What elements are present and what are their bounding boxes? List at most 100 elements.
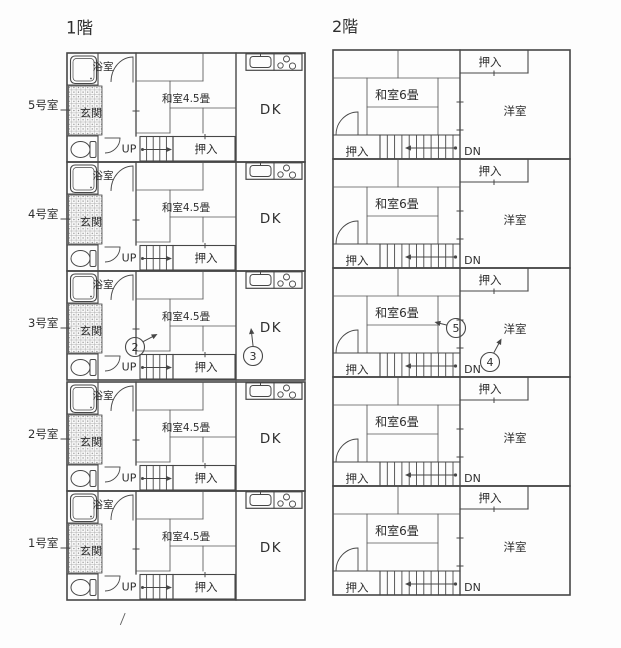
closet-box [172, 353, 236, 380]
unit-outline [332, 158, 571, 269]
door-swing-arc [335, 547, 359, 572]
bathtub-inner [72, 387, 95, 411]
genkan-tile-hatch [68, 303, 103, 354]
bathtub-outer [69, 493, 98, 523]
stairs-down-label: DN [464, 472, 481, 485]
unit-outline [332, 49, 571, 160]
bathtub-icon [69, 55, 98, 85]
toilet-icon [70, 579, 97, 596]
kitchen-counter [245, 382, 303, 400]
stairs-down-arrow-head [405, 145, 411, 151]
stairs-up-label: UP [122, 581, 137, 594]
toilet-tank [89, 470, 97, 487]
bath-door-arc [110, 494, 134, 521]
unit-row-label: 2号室 [28, 427, 58, 441]
closet-top-label: 押入 [479, 273, 502, 287]
annotation-2: 2 [124, 334, 158, 358]
bath-room-label: 浴室 [93, 389, 114, 402]
sink-basin [249, 165, 272, 177]
bathtub-outer [69, 273, 98, 303]
closet-label: 押入 [195, 251, 218, 265]
bath-door-arc [110, 56, 134, 83]
bathtub-outer [69, 164, 98, 194]
tatami-room-label: 和室6畳 [375, 523, 419, 538]
bathtub-outer [69, 384, 98, 414]
stairs-up [139, 464, 174, 491]
annotation-4-circle [479, 351, 501, 373]
stairs-up [139, 353, 174, 380]
western-room-label: 洋室 [504, 104, 527, 118]
tatami-room-label: 和室4.5畳 [162, 421, 211, 434]
stairs-up-label: UP [122, 472, 137, 485]
stove-burners-icon [277, 55, 297, 70]
stairs-up-arrow-head [166, 584, 172, 591]
door-swing-arc [335, 329, 359, 354]
floor1-title: 1階 [66, 19, 93, 38]
annotation-4-number: 4 [487, 356, 494, 369]
annotation-3-arrow-head [249, 328, 255, 335]
stairs-down-label: DN [464, 254, 481, 267]
toilet-bowl [70, 250, 91, 267]
closet-label: 押入 [195, 142, 218, 156]
dk-room-label: DK [260, 320, 282, 336]
kitchen-sink-icon [249, 271, 272, 286]
kitchen-counter [245, 271, 303, 289]
annotation-2-arrow-head [151, 334, 158, 340]
closet-bottom-label: 押入 [346, 145, 369, 159]
closet-box [172, 464, 236, 491]
stairs-up-label: UP [122, 143, 137, 156]
entry-room-label: 玄関 [80, 544, 102, 558]
closet-top-label: 押入 [479, 491, 502, 505]
entry-room-label: 玄関 [80, 324, 102, 338]
toilet-bowl [70, 470, 91, 487]
toilet-bowl [70, 141, 91, 158]
toilet-door-arc [104, 246, 121, 263]
bath-room-label: 浴室 [93, 278, 114, 291]
stove-burners-icon [277, 273, 297, 288]
tatami-grid [332, 49, 461, 136]
annotation-2-circle [124, 336, 146, 358]
burner [283, 164, 290, 172]
toilet-door-arc [104, 466, 121, 483]
burner [283, 55, 290, 63]
burner [288, 280, 297, 288]
tatami-room-label: 和室4.5畳 [162, 92, 211, 105]
burner [288, 62, 297, 70]
bath-door-arc [110, 165, 134, 192]
toilet-door-arc [104, 575, 121, 592]
tatami-grid [136, 52, 237, 134]
burner [277, 500, 284, 507]
bathtub-drain [90, 515, 92, 518]
bathtub-inner [72, 496, 95, 520]
dk-room-label: DK [260, 211, 282, 227]
bathtub-icon [69, 384, 98, 414]
burner [277, 391, 284, 398]
tatami-room-label: 和室4.5畳 [162, 201, 211, 214]
unit-row-label: 4号室 [28, 207, 58, 221]
stairs-down-arrow-head [405, 581, 411, 587]
stairs-up [139, 573, 174, 600]
kitchen-counter [245, 162, 303, 180]
door-swing-arc [335, 438, 359, 463]
sink-basin [249, 274, 272, 286]
stairs-down-label: DN [464, 581, 481, 594]
toilet-tank [89, 359, 97, 376]
toilet-bowl [70, 579, 91, 596]
kitchen-counter [245, 53, 303, 71]
bath-room-label: 浴室 [93, 498, 114, 511]
annotation-3: 3 [242, 328, 264, 367]
tatami-grid [332, 485, 461, 572]
annotation-4-arrow-line [493, 341, 501, 354]
stairs-down [386, 352, 458, 378]
bath-room-label: 浴室 [93, 169, 114, 182]
kitchen-sink-icon [249, 382, 272, 397]
burner [288, 500, 297, 508]
genkan-tile-hatch [68, 523, 103, 574]
entry-room-label: 玄関 [80, 215, 102, 229]
bath-door-arc [110, 385, 134, 412]
annotation-3-arrow-line [250, 331, 254, 347]
